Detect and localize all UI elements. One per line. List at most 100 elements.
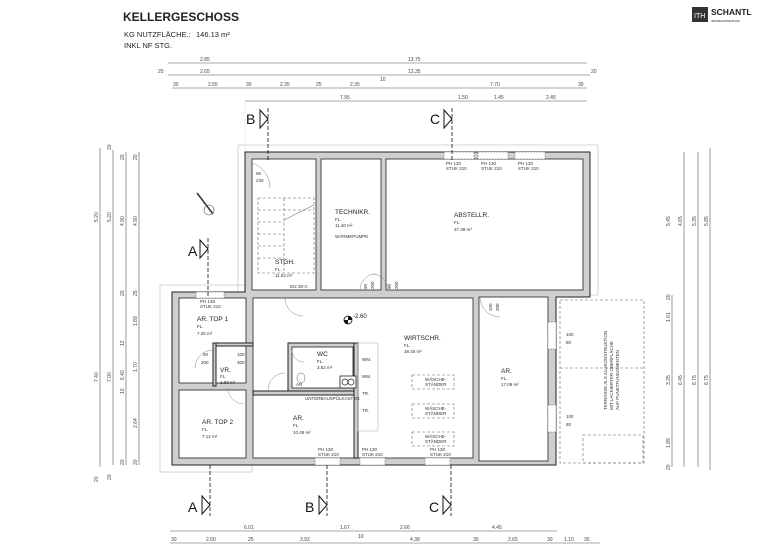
window-label: PH 130 — [481, 161, 497, 166]
dim: 4.65 — [678, 216, 684, 226]
room-area: 7.12 m² — [202, 434, 218, 439]
dim: 2.35 — [280, 82, 290, 88]
dim: 1.70 — [133, 362, 139, 372]
room-name: ABSTELLR. — [454, 212, 489, 219]
wall — [212, 342, 254, 347]
dim: 30 — [473, 537, 479, 543]
section-label: C — [429, 499, 439, 515]
door-swing — [371, 273, 389, 291]
terrace-note: TERRASSE ALS ALUKONSTRUKTION — [603, 331, 608, 410]
room-area: 38.40 m² — [404, 349, 422, 354]
room-area: 17.09 m² — [501, 382, 519, 387]
section-label: A — [188, 499, 198, 515]
room-fl: FL. — [317, 359, 324, 364]
dim: 20 — [120, 154, 126, 160]
terrace: TERRASSE ALS ALUKONSTRUKTION MIT LACKIER… — [559, 299, 645, 464]
staircase — [257, 197, 315, 274]
dim: 20 — [120, 290, 126, 296]
dim: 6.75 — [704, 375, 710, 385]
dim: 3.25 — [666, 375, 672, 385]
dim: 1.67 — [340, 525, 350, 531]
dim: 20 — [666, 464, 672, 470]
terrace-note: AUF PUNKTFUNDAMENTEN — [615, 350, 620, 410]
terrace-note: MIT LACKIERTER OBERFLÄCHE — [608, 341, 614, 410]
window — [195, 291, 225, 299]
door-label: 90 — [387, 283, 392, 289]
window-label: PH 130 — [430, 447, 446, 452]
door-label: 200 — [370, 281, 375, 289]
dim: 10 — [120, 388, 126, 394]
dryer-label: TR. — [362, 391, 369, 396]
door-label: 95 — [256, 171, 262, 176]
room-name: WIRTSCHR. — [404, 335, 441, 342]
room-note: WÄRMEPUMPE — [335, 233, 368, 239]
room-area: 11.40 m² — [335, 223, 353, 228]
window — [547, 404, 557, 433]
dim: 2.35 — [350, 82, 360, 88]
dim: 1.50 — [458, 95, 468, 101]
dim: 25 — [316, 82, 322, 88]
wall — [212, 342, 217, 387]
door-label: 100 — [488, 303, 493, 311]
toilet-icon — [296, 372, 306, 384]
dim: 7.00 — [107, 372, 113, 382]
dim: 30 — [246, 82, 252, 88]
window-label: 80 — [566, 340, 572, 345]
room-name: TECHNIKR. — [335, 209, 370, 216]
logo-sub: IMMOBILIENTREUHAND — [711, 20, 740, 23]
area-label: KG NUTZFLÄCHE.: — [124, 30, 191, 39]
room-fl: FL. — [202, 427, 209, 432]
room-abstell — [385, 158, 584, 291]
window-label: STUK 210 — [518, 166, 539, 171]
dim: 20 — [107, 474, 113, 480]
elevation-marker: -2.60 — [343, 314, 367, 325]
room-area: 37.38 m² — [454, 227, 472, 232]
door-label: 200 — [495, 303, 500, 311]
window-label: PH 130 — [362, 447, 378, 452]
window — [314, 457, 341, 466]
door-label: 200 — [394, 281, 399, 289]
north-arrow-icon — [196, 192, 215, 216]
dim: 7.70 — [490, 82, 500, 88]
dim: 5.20 — [107, 212, 113, 222]
room-name: VR. — [220, 367, 231, 374]
door-swing — [227, 387, 245, 405]
dim: 5.35 — [692, 216, 698, 226]
window — [424, 457, 451, 466]
dim: 20 — [666, 294, 672, 300]
wall — [252, 390, 358, 396]
logo-name: SCHANTL — [711, 7, 752, 17]
window — [477, 151, 509, 160]
window-label: STUK 210 — [200, 304, 221, 309]
dim: 30 — [584, 537, 590, 543]
plan-title: KELLERGESCHOSS — [123, 10, 239, 24]
room-name: AR. TOP 2 — [202, 419, 233, 426]
dim: 1.89 — [133, 316, 139, 326]
dim: 2.66 — [400, 525, 410, 531]
rack-label: STÄNDER — [425, 381, 447, 387]
dim: 6.01 — [244, 525, 254, 531]
section-label: B — [305, 499, 314, 515]
dim: 7.95 — [340, 95, 350, 101]
room-area: 7.26 m² — [197, 331, 213, 336]
window-label: STUK 210 — [481, 166, 502, 171]
dim: 6.45 — [678, 375, 684, 385]
schantl-logo: ITH SCHANTL IMMOBILIENTREUHAND — [692, 7, 752, 23]
dim: 30 — [171, 537, 177, 543]
window-label: PH 130 — [318, 447, 334, 452]
door-swing — [284, 297, 304, 317]
rack-label: STÄNDER — [425, 410, 447, 416]
door-label: 100 — [237, 352, 245, 357]
window — [359, 457, 386, 466]
room-fl: FL. — [220, 374, 227, 379]
dim: 3.92 — [300, 537, 310, 543]
dim: 5.85 — [704, 216, 710, 226]
room-fl: FL. — [501, 376, 508, 381]
utility-fixtures: WM. WM. TR. TR. WÄSCHE- STÄNDER WÄSCHE- … — [296, 342, 455, 447]
section-label: A — [188, 243, 198, 259]
dim: 2.55 — [208, 82, 218, 88]
window-label: PH 130 — [200, 299, 216, 304]
dim: 2.65 — [508, 537, 518, 543]
door-swing — [267, 372, 286, 391]
